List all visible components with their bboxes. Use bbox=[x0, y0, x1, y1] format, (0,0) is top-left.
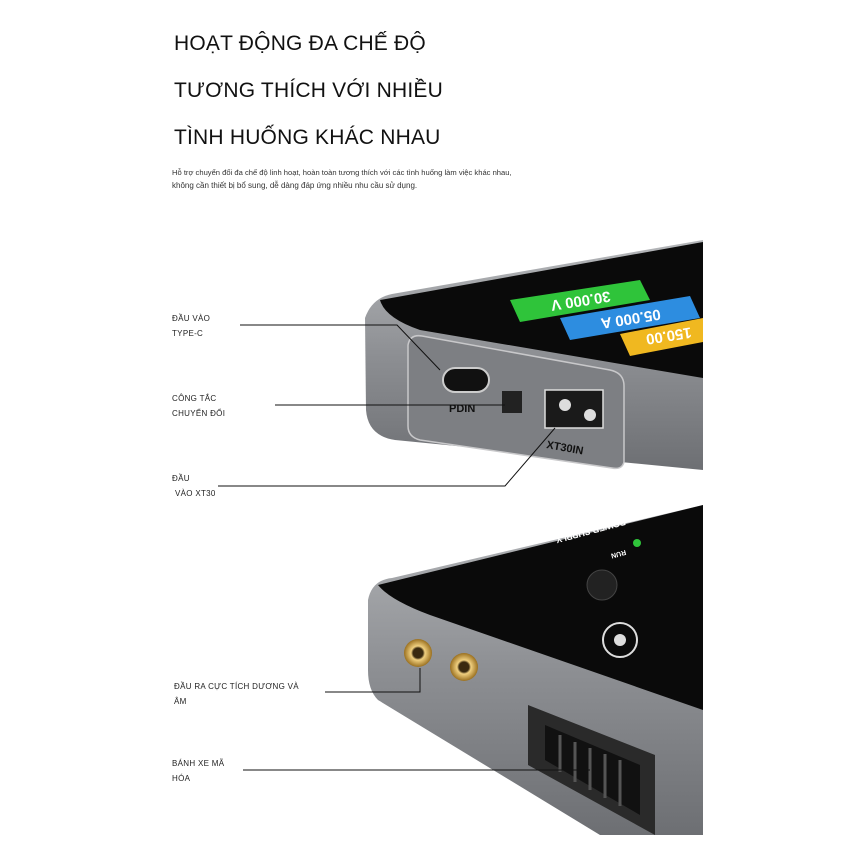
callout-output-line2: ÂM bbox=[174, 697, 187, 706]
callout-encoder: BÁNH XE MÃ HÓA bbox=[172, 756, 224, 786]
headline-line-3: TÌNH HUỐNG KHÁC NHAU bbox=[174, 126, 441, 149]
headline-line-1: HOẠT ĐỘNG ĐA CHẾ ĐỘ bbox=[174, 32, 426, 55]
callout-switch: CÔNG TẮC CHUYỂN ĐỔI bbox=[172, 391, 225, 421]
display-power: 150.00 bbox=[645, 323, 693, 347]
callout-type-c: ĐẦU VÀO TYPE-C bbox=[172, 311, 210, 341]
voltage-bar bbox=[510, 280, 650, 322]
negative-output-jack bbox=[450, 653, 478, 681]
description-line-2: không cần thiết bị bổ sung, dễ dàng đáp … bbox=[172, 181, 418, 190]
settings-icon bbox=[602, 622, 638, 658]
run-label: RUN bbox=[610, 548, 626, 559]
callout-xt30-line1: ĐẦU bbox=[172, 474, 190, 483]
callout-xt30-line2: VÀO XT30 bbox=[175, 489, 216, 498]
pdin-label: PDIN bbox=[449, 403, 475, 415]
knob bbox=[586, 569, 618, 601]
callout-type-c-line1: ĐẦU VÀO bbox=[172, 314, 211, 323]
power-bar bbox=[620, 318, 703, 356]
callout-switch-line2: CHUYỂN ĐỔI bbox=[172, 409, 226, 418]
callout-encoder-line1: BÁNH XE MÃ bbox=[172, 759, 225, 768]
callout-lines bbox=[218, 324, 590, 771]
callout-encoder-line2: HÓA bbox=[172, 774, 191, 783]
top-device: 30.000 V 05.000 A 150.00 PDIN XT30IN bbox=[365, 240, 703, 470]
usb-c-port bbox=[442, 367, 490, 393]
mode-switch bbox=[502, 391, 522, 413]
callout-output-jacks: ĐẦU RA CỰC TÍCH DƯƠNG VÀ ÂM bbox=[174, 679, 299, 709]
callout-switch-line1: CÔNG TẮC bbox=[172, 394, 217, 403]
headline-line-2: TƯƠNG THÍCH VỚI NHIỀU bbox=[174, 79, 443, 102]
bottom-device: POWER SUPPLY RUN bbox=[368, 505, 703, 835]
run-led bbox=[633, 539, 641, 547]
callout-output-line1: ĐẦU RA CỰC TÍCH DƯƠNG VÀ bbox=[174, 682, 299, 691]
callout-xt30: ĐẦU VÀO XT30 bbox=[172, 471, 216, 501]
current-bar bbox=[560, 296, 700, 340]
xt30-port bbox=[544, 389, 604, 429]
positive-output-jack bbox=[404, 639, 432, 667]
settings-icon-center bbox=[614, 634, 626, 646]
callout-type-c-line2: TYPE-C bbox=[172, 329, 204, 338]
description-line-1: Hỗ trợ chuyển đổi đa chế độ linh hoạt, h… bbox=[172, 168, 512, 177]
